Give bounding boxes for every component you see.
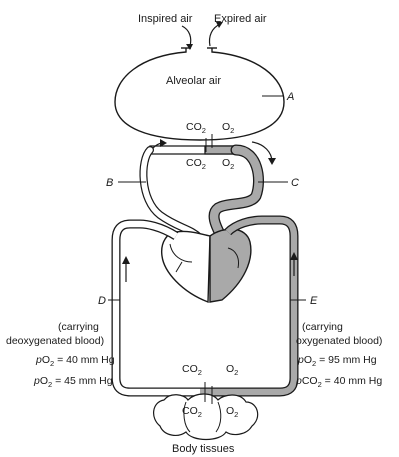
capillary-o2-label: O2 bbox=[222, 157, 234, 171]
tissue-capillary-co2-label: CO2 bbox=[182, 363, 202, 377]
right-flow-arrowhead bbox=[268, 158, 276, 165]
heart-left-side bbox=[210, 229, 251, 302]
left-caption-pco2: pO2 = 45 mm Hg bbox=[33, 375, 113, 389]
capillary-co2-label: CO2 bbox=[186, 157, 206, 171]
inspired-air-label: Inspired air bbox=[138, 13, 193, 25]
left-caption-line1: (carrying bbox=[58, 321, 99, 333]
letter-e: E bbox=[310, 295, 318, 307]
pulmonary-capillary bbox=[150, 146, 236, 154]
heart-right-side bbox=[162, 231, 210, 302]
expired-air-label: Expired air bbox=[214, 13, 267, 25]
tissue-capillary-o2-label: O2 bbox=[226, 363, 238, 377]
letter-b: B bbox=[106, 177, 113, 189]
right-caption-line2: oxygenated blood) bbox=[296, 335, 382, 347]
alveolar-air-label: Alveolar air bbox=[166, 75, 221, 87]
left-caption-line2: deoxygenated blood) bbox=[6, 335, 104, 347]
letter-d: D bbox=[98, 295, 106, 307]
letter-c: C bbox=[291, 177, 299, 189]
body-tissues bbox=[154, 394, 258, 440]
inspired-air-arrow bbox=[182, 26, 191, 46]
right-caption-line1: (carrying bbox=[302, 321, 343, 333]
expired-air-arrow bbox=[209, 24, 220, 46]
left-caption-po2: pO2 = 40 mm Hg bbox=[35, 354, 115, 368]
body-tissues-label: Body tissues bbox=[172, 443, 235, 455]
heart bbox=[162, 229, 251, 302]
letter-a: A bbox=[286, 91, 294, 103]
right-caption-pco2: pCO2 = 40 mm Hg bbox=[295, 375, 382, 389]
left-up-arrowhead bbox=[122, 256, 130, 264]
right-caption-po2: pO2 = 95 mm Hg bbox=[297, 354, 377, 368]
